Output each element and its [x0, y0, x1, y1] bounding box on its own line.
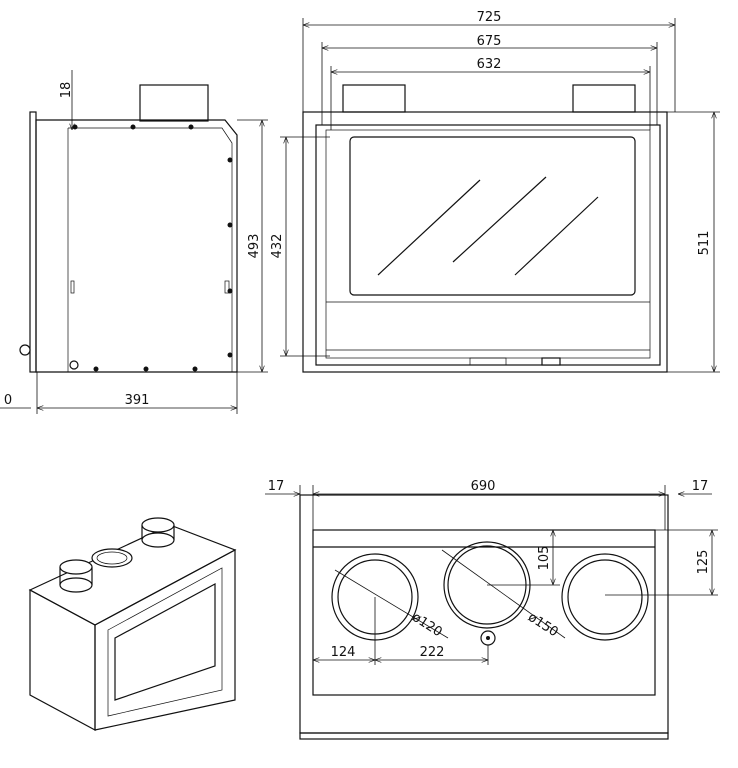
flue-spacing-label: 222	[420, 645, 445, 660]
left-flue-offset-label: 124	[331, 645, 356, 660]
plan-inner	[312, 529, 656, 696]
front-width-outer-label: 725	[477, 10, 502, 25]
front-flue-left	[342, 84, 406, 113]
side-height-label: 493	[247, 234, 262, 259]
center-flue-offset-label: 105	[537, 546, 552, 571]
front-outer	[302, 111, 668, 373]
plan-width-label: 690	[471, 479, 496, 494]
side-flue-offset-label: 125	[696, 550, 711, 575]
plan-outer	[299, 494, 669, 734]
plan-right-margin-label: 17	[692, 479, 709, 494]
glass-panel	[349, 136, 636, 296]
side-body	[35, 119, 238, 373]
flue-right	[561, 553, 649, 641]
side-front-frame	[29, 111, 37, 373]
isometric-view	[28, 517, 237, 732]
glass-height-label: 432	[270, 234, 285, 259]
small-flue-diameter-label: ø120	[409, 610, 445, 640]
side-depth-label: 391	[125, 393, 150, 408]
iso-side	[29, 588, 96, 732]
front-width-inner-label: 632	[477, 57, 502, 72]
iso-top	[28, 524, 237, 626]
side-top-offset-label: 18	[59, 82, 74, 99]
front-width-mid-label: 675	[477, 34, 502, 49]
plan-view: 690 17 17 105 125 124 222 ø120 ø150	[265, 479, 718, 740]
front-height-label: 511	[697, 231, 712, 256]
side-flue-collar	[139, 84, 209, 122]
plan-left-margin-label: 17	[268, 479, 285, 494]
front-view: 725 675 632 511 432	[270, 10, 720, 373]
side-bracket	[19, 344, 31, 356]
iso-glass	[114, 582, 216, 701]
front-frame	[315, 124, 661, 366]
large-flue-diameter-label: ø150	[525, 610, 561, 640]
side-view: 18 493 391 0	[0, 70, 268, 414]
front-flue-right	[572, 84, 636, 113]
side-left-offset-label: 0	[4, 393, 12, 408]
